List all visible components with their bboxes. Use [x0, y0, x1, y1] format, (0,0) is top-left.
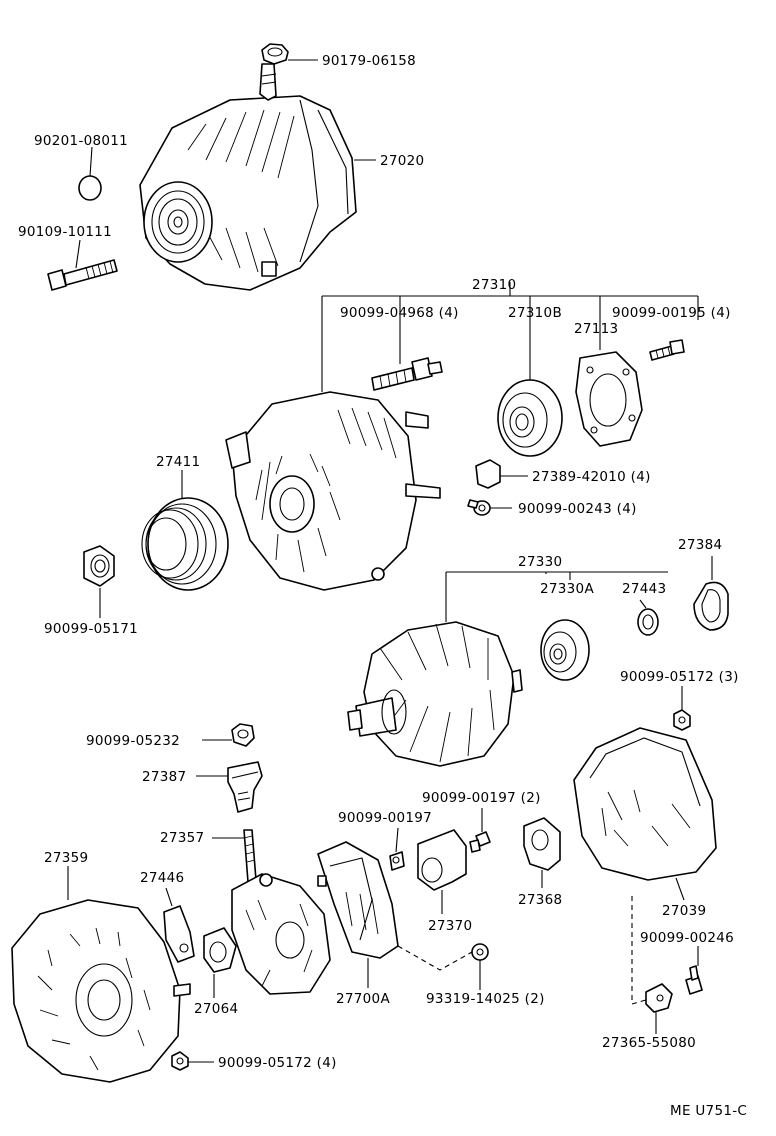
label-90099-05171: 90099-05171 [44, 621, 138, 637]
label-27039: 27039 [662, 903, 706, 919]
holder-screw-part [469, 831, 491, 853]
cover-nut-part [673, 709, 691, 731]
leader-lines [67, 59, 713, 1063]
label-27389-42010: 27389-42010 (4) [532, 469, 651, 485]
retainer-screw-part [649, 339, 685, 361]
alternator-assembly-part [139, 63, 357, 291]
terminal-nut-small-part [231, 723, 255, 747]
label-90179-06158: 90179-06158 [322, 53, 416, 69]
cover-screw-part [685, 965, 703, 995]
washer-part [78, 175, 102, 201]
label-90099-05232: 90099-05232 [86, 733, 180, 749]
drive-end-frame-part [225, 391, 441, 591]
label-27443: 27443 [622, 581, 666, 597]
label-27370: 27370 [428, 918, 472, 934]
retainer-plate-part [575, 351, 643, 447]
label-90099-05172-3: 90099-05172 (3) [620, 669, 739, 685]
terminal-insulator-part [227, 761, 263, 813]
terminal-clip-part [475, 459, 501, 489]
label-27357: 27357 [160, 830, 204, 846]
label-27446: 27446 [140, 870, 184, 886]
brush-screw-part [389, 851, 405, 871]
rotor-part [347, 621, 523, 767]
frame-screw-part [467, 499, 491, 516]
rectifier-holder-part [231, 829, 331, 995]
frame-nut-part [171, 1051, 189, 1071]
label-27330: 27330 [518, 554, 562, 570]
label-27700a: 27700A [336, 991, 390, 1007]
label-90099-00195: 90099-00195 (4) [612, 305, 731, 321]
pulley-nut-part [83, 545, 115, 587]
label-27384: 27384 [678, 537, 722, 553]
label-27330a: 27330A [540, 581, 594, 597]
label-27387: 27387 [142, 769, 186, 785]
brush-holder-cover-part [523, 817, 561, 871]
part-number-labels: 90179-06158 90201-08011 27020 90109-1011… [18, 53, 747, 1119]
insulator-washer-part [203, 927, 237, 973]
voltage-regulator-part [317, 841, 399, 959]
label-90099-00246: 90099-00246 [640, 930, 734, 946]
rear-end-frame-part [11, 899, 191, 1083]
label-27020: 27020 [380, 153, 424, 169]
label-27310: 27310 [472, 277, 516, 293]
terminal-bracket-part [645, 983, 673, 1013]
label-27365-55080: 27365-55080 [602, 1035, 696, 1051]
label-90099-04968: 90099-04968 (4) [340, 305, 459, 321]
bearing-27330a-part [540, 619, 590, 681]
label-27411: 27411 [156, 454, 200, 470]
pulley-part [141, 497, 229, 591]
diagram-reference-code: ME U751-C [670, 1103, 747, 1119]
terminal-plate-part [163, 905, 195, 963]
label-27310b: 27310B [508, 305, 562, 321]
terminal-nut-part [261, 43, 289, 65]
label-27368: 27368 [518, 892, 562, 908]
stud-bolt-part [371, 357, 443, 391]
label-90099-05172-4: 90099-05172 (4) [218, 1055, 337, 1071]
through-bolt-part [47, 259, 118, 291]
label-90099-00243: 90099-00243 (4) [518, 501, 637, 517]
label-90201-08011: 90201-08011 [34, 133, 128, 149]
bearing-rubber-part [693, 581, 729, 631]
regulator-nut-part [471, 943, 489, 961]
bearing-cover-part [637, 608, 659, 636]
label-90099-00197-2: 90099-00197 (2) [422, 790, 541, 806]
rear-end-cover-part [573, 727, 717, 881]
label-93319-14025: 93319-14025 (2) [426, 991, 545, 1007]
label-90099-00197: 90099-00197 [338, 810, 432, 826]
label-90109-10111: 90109-10111 [18, 224, 112, 240]
label-27359: 27359 [44, 850, 88, 866]
regulator-housing-part [417, 829, 467, 891]
label-27113: 27113 [574, 321, 618, 337]
label-27064: 27064 [194, 1001, 238, 1017]
bearing-27310b-part [497, 379, 563, 457]
